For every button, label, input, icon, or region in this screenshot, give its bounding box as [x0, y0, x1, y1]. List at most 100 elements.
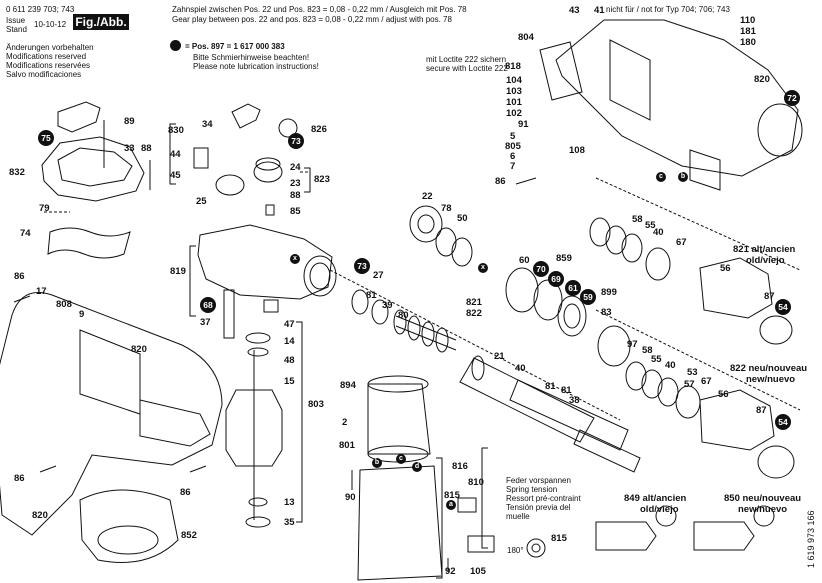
switch-804	[539, 41, 583, 101]
callout-805: 805	[505, 141, 521, 152]
callout-86-d: 86	[180, 487, 191, 498]
variant-old-label: 821 alt/ancien	[733, 244, 796, 255]
note-de: Änderungen vorbehalten	[6, 43, 94, 52]
tool-holder-old	[699, 257, 773, 319]
ring-83	[597, 325, 631, 367]
callout-34: 34	[202, 119, 213, 130]
marker-x-gear: x	[478, 263, 488, 273]
callout-15: 15	[284, 376, 295, 387]
gearbox-cover-inner	[57, 147, 133, 187]
callout-55-a: 55	[645, 220, 656, 231]
doc-number: 0 611 239 703; 743	[6, 5, 75, 14]
callout-67-b: 67	[701, 376, 712, 387]
callout-73-a: 73	[288, 133, 304, 149]
spring-815	[526, 538, 546, 558]
gearbox-cover-832	[41, 136, 145, 202]
callout-97: 97	[627, 339, 638, 350]
callout-102: 102	[506, 108, 522, 119]
variant-new-sub: new/nuevo	[746, 374, 796, 385]
tool-holder-new	[699, 389, 775, 451]
callout-80: 80	[398, 310, 409, 321]
callout-88-b: 88	[290, 190, 301, 201]
callout-73-b: 73	[354, 258, 370, 274]
callout-820-bottom: 820	[32, 510, 48, 521]
issue-label: Issue	[6, 16, 26, 25]
spindle-850	[693, 521, 755, 551]
callout-87-a: 87	[764, 291, 775, 302]
callout-48: 48	[284, 355, 295, 366]
callout-7: 7	[510, 161, 516, 172]
gear-22	[409, 205, 443, 243]
callout-832: 832	[9, 167, 25, 178]
housing-801	[357, 465, 443, 581]
callout-2: 2	[342, 417, 348, 428]
spindle-849	[595, 521, 657, 551]
callout-79: 79	[39, 203, 50, 214]
lever-830	[231, 103, 261, 129]
callout-14: 14	[284, 336, 295, 347]
callout-104: 104	[506, 75, 522, 86]
gear-24	[253, 161, 283, 183]
callout-74: 74	[20, 228, 31, 239]
callout-57: 57	[684, 379, 695, 390]
callout-823: 823	[314, 174, 330, 185]
callout-50: 50	[457, 213, 468, 224]
callout-91: 91	[518, 119, 529, 130]
marker-d-field: d	[412, 462, 422, 472]
type-note: nicht für / not for Typ 704; 706; 743	[606, 5, 730, 14]
gear-housing-819	[197, 224, 333, 300]
marker-c-field: c	[396, 454, 406, 464]
callout-810: 810	[468, 477, 484, 488]
spring-note-2: Spring tension	[506, 485, 558, 494]
callout-68: 68	[200, 297, 216, 313]
lube-note-line2: Please note lubrication instructions!	[193, 62, 319, 71]
p850-label: 850 neu/nouveau	[724, 493, 802, 504]
callout-53: 53	[687, 367, 698, 378]
stand-label: Stand	[6, 25, 27, 34]
callout-59: 59	[580, 289, 596, 305]
callout-830: 830	[168, 125, 184, 136]
callout-47: 47	[284, 319, 295, 330]
callout-803: 803	[308, 399, 324, 410]
callout-819: 819	[170, 266, 186, 277]
note-es: Salvo modificaciones	[6, 70, 82, 79]
callout-54-b: 54	[775, 414, 791, 430]
callout-821: 821	[466, 297, 482, 308]
callout-81-b: 81	[545, 381, 556, 392]
callout-78: 78	[441, 203, 452, 214]
callout-54-a: 54	[775, 299, 791, 315]
callout-820-top: 820	[754, 74, 770, 85]
p849-sub: old/viejo	[640, 504, 679, 515]
gear-25	[215, 174, 245, 196]
callout-87-b: 87	[756, 405, 767, 416]
callout-88-a: 88	[141, 143, 152, 154]
seal-74	[47, 227, 131, 259]
callout-6: 6	[510, 151, 516, 162]
callout-41: 41	[594, 5, 605, 16]
callout-75: 75	[38, 130, 54, 146]
callout-56-a: 56	[720, 263, 731, 274]
callout-86-c: 86	[14, 473, 25, 484]
callout-826: 826	[311, 124, 327, 135]
issue-date: 10-10-12	[34, 20, 67, 29]
callout-13: 13	[284, 497, 295, 508]
callout-5: 5	[510, 131, 516, 142]
handle-852	[79, 489, 179, 563]
cover-part-75	[57, 101, 101, 133]
callout-90: 90	[345, 492, 356, 503]
gear-note-line2: Gear play between pos. 22 and pos. 823 =…	[172, 15, 452, 24]
figure-badge: Fig./Abb. 1	[73, 14, 129, 45]
rotation-angle: 180°	[507, 546, 524, 555]
p850-sub: new/nuevo	[738, 504, 788, 515]
callout-56-b: 56	[718, 389, 729, 400]
callout-818: 818	[505, 61, 521, 72]
callout-808: 808	[56, 299, 72, 310]
callout-45: 45	[170, 170, 181, 181]
field-housing-2	[367, 383, 431, 455]
callout-40-a: 40	[515, 363, 526, 374]
callout-39: 39	[382, 300, 393, 311]
spindle	[509, 379, 629, 451]
loctite-note-line2: secure with Loctite 222	[426, 64, 508, 73]
guide-tube-21	[459, 357, 595, 443]
callout-820-mid: 820	[131, 344, 147, 355]
